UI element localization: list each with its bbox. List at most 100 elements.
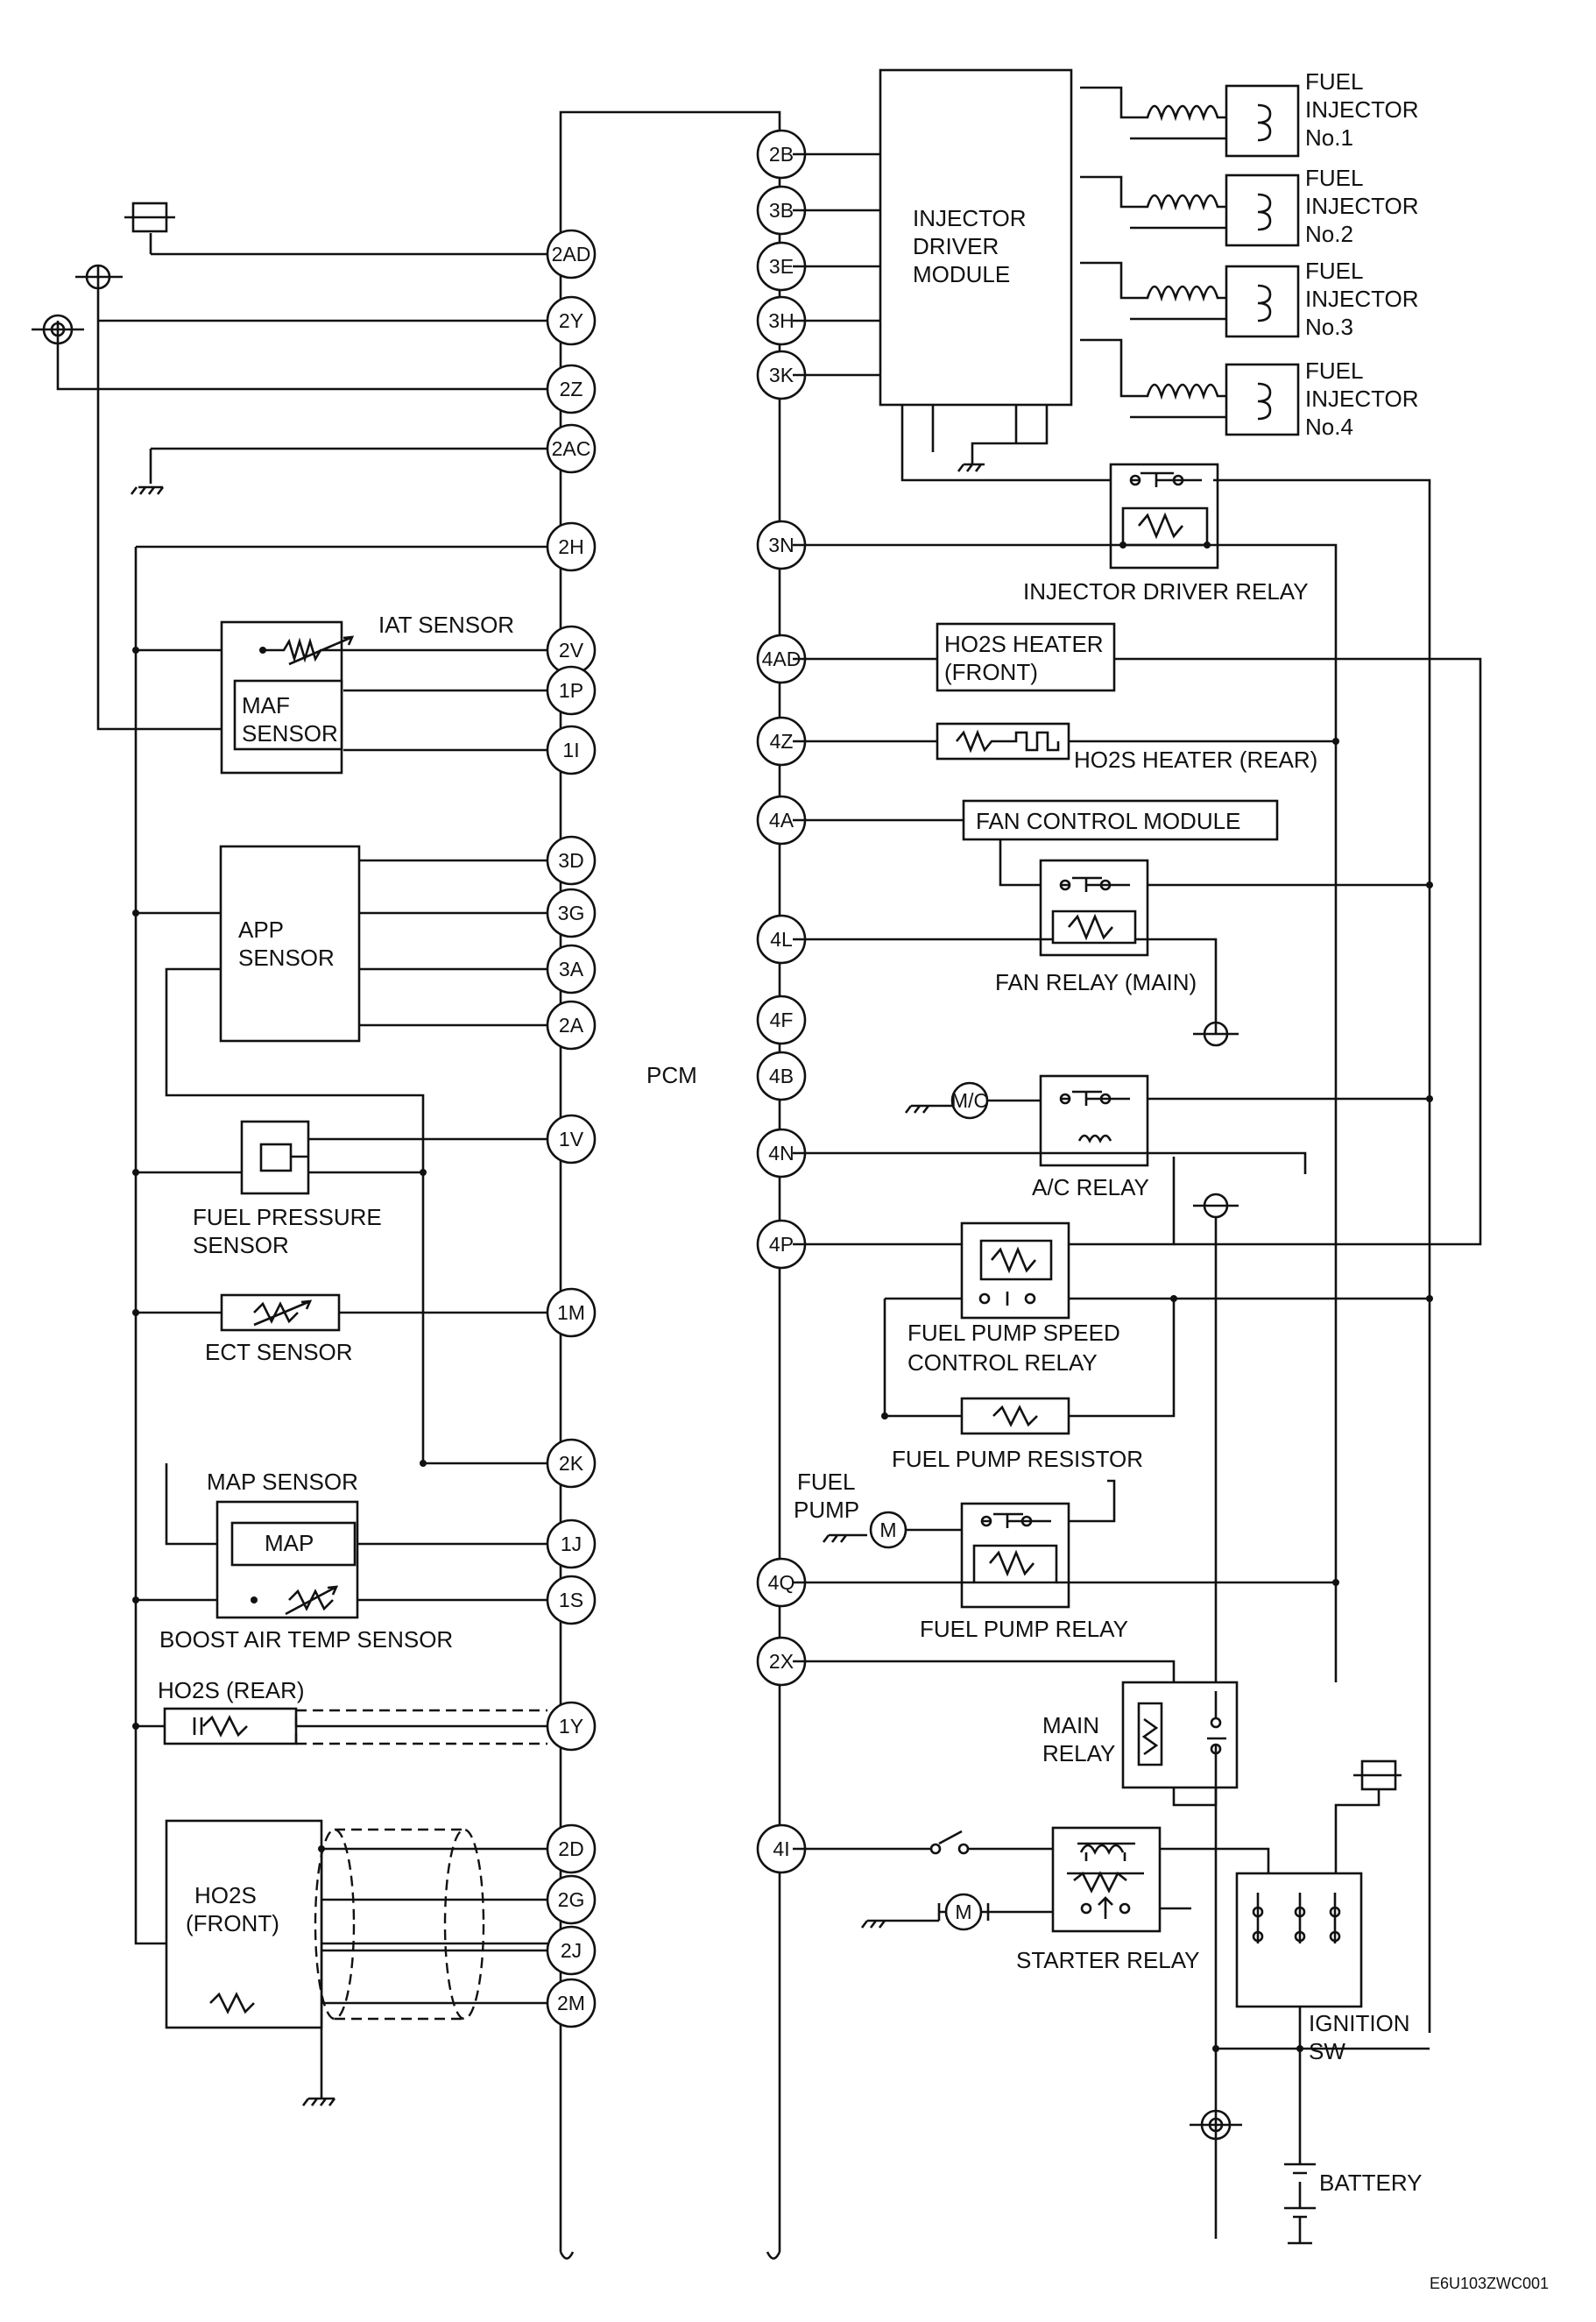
fuel-injector-box — [1225, 84, 1300, 158]
chassis-bottom — [1190, 2109, 1242, 2141]
injector-driver-module — [793, 68, 1213, 482]
left-pin-label: 2A — [559, 1014, 584, 1037]
fuel-pressure-sensor — [132, 1120, 427, 1195]
right-square-marker — [1334, 1759, 1402, 1873]
right-pin-label: 4F — [770, 1009, 794, 1031]
injector-coil — [1080, 338, 1226, 400]
fuel-injector-4-fuel: FUEL — [1305, 358, 1363, 384]
right-pin-label: 4P — [769, 1233, 794, 1256]
injector-solenoid-icon — [1257, 382, 1272, 421]
fuel-injector-2-fuel: FUEL — [1305, 165, 1363, 191]
fan-control-module-label: FAN CONTROL MODULE — [976, 808, 1240, 834]
fuel-injector-4-injector: INJECTOR — [1305, 386, 1419, 412]
right-pin-label: 3N — [768, 534, 794, 556]
app-sensor-label-2: SENSOR — [238, 945, 335, 971]
left-pin-label: 1M — [557, 1301, 585, 1324]
left-pin-label: 3D — [558, 849, 583, 872]
fuel-pump-label-1: FUEL — [797, 1469, 855, 1495]
left-pin-label: 1J — [561, 1533, 582, 1555]
app-sensor — [132, 845, 361, 1043]
left-pin-label: 3A — [559, 958, 584, 980]
diagram-id: E6U103ZWC001 — [1430, 2275, 1549, 2292]
map-sensor-label: MAP SENSOR — [207, 1469, 358, 1495]
fuel-injector-3-fuel: FUEL — [1305, 258, 1363, 284]
fuel-injector-2-no: No.2 — [1305, 221, 1353, 247]
left-pin-label: 2D — [558, 1837, 583, 1860]
fuel-pressure-label-2: SENSOR — [193, 1232, 289, 1258]
fuel-injector-box — [1225, 363, 1300, 436]
fuel-injectors — [1080, 84, 1300, 436]
ignition-switch — [1212, 1872, 1430, 2164]
fp-resistor-label: FUEL PUMP RESISTOR — [892, 1446, 1143, 1472]
fuel-pump-resistor — [960, 1397, 1070, 1435]
left-pin-label: 2J — [561, 1939, 582, 1962]
injector-solenoid-icon — [1257, 193, 1272, 231]
idm-label-1: INJECTOR — [913, 205, 1027, 231]
ho2s-front-label-2: (FRONT) — [186, 1910, 279, 1936]
fan-relay — [793, 859, 1239, 1047]
left-pin-label: 2M — [557, 1992, 585, 2014]
idm-label-3: MODULE — [913, 261, 1010, 287]
fuel-injector-4-no: No.4 — [1305, 414, 1353, 440]
fuel-injector-2-injector: INJECTOR — [1305, 193, 1419, 219]
right-pin-circle — [756, 995, 807, 1045]
fuel-pump-speed-relay — [793, 1157, 1433, 1419]
injector-coil — [1080, 175, 1226, 211]
pcm-body — [559, 110, 781, 2260]
starter-relay — [793, 1826, 1270, 1933]
injector-solenoid-icon — [1257, 284, 1272, 322]
main-relay-label-1: MAIN — [1042, 1712, 1099, 1738]
ho2s-front — [165, 1819, 485, 2029]
right-pin-label: 4A — [769, 809, 794, 832]
left-pin-label: 2AC — [552, 437, 591, 460]
battery-label: BATTERY — [1319, 2170, 1423, 2196]
map-sensor — [132, 1460, 427, 1619]
injector-driver-relay-label: INJECTOR DRIVER RELAY — [1023, 578, 1309, 605]
fan-control-module — [793, 799, 1433, 888]
fuel-injector-3-no: No.3 — [1305, 314, 1353, 340]
right-pin-circle — [756, 1051, 807, 1101]
ho2s-heater-front — [793, 622, 1482, 1246]
left-pin-label: 2AD — [552, 243, 591, 265]
fan-relay-label: FAN RELAY (MAIN) — [995, 969, 1197, 995]
pins-left: 2AD2Y2Z2AC2H2V1P1I3D3G3A2A1V1M2K1J1S1Y2D… — [546, 229, 597, 2028]
maf-sensor-label-1: MAF — [242, 692, 290, 719]
main-relay-label-2: RELAY — [1042, 1740, 1115, 1766]
fuel-injector-box — [1225, 173, 1300, 247]
idm-label-2: DRIVER — [913, 233, 999, 259]
left-pin-label: 2Z — [560, 378, 583, 400]
ect-sensor — [132, 1293, 341, 1332]
right-pin-label: 4Q — [768, 1571, 795, 1594]
injector-coil — [1080, 261, 1226, 302]
pcm-label: PCM — [646, 1062, 697, 1088]
ho2s-heater-rear-label: HO2S HEATER (REAR) — [1074, 747, 1317, 773]
right-pin-label: 3E — [769, 255, 794, 278]
ignition-label-1: IGNITION — [1309, 2010, 1410, 2036]
fuel-pressure-label-1: FUEL PRESSURE — [193, 1204, 382, 1230]
ac-relay — [793, 1074, 1433, 1174]
fp-speed-label-2: CONTROL RELAY — [907, 1349, 1098, 1376]
left-pin-label: 3G — [558, 902, 585, 924]
fuel-pump — [822, 1511, 962, 1549]
fuel-injector-box — [1225, 265, 1300, 338]
maf-sensor — [132, 620, 355, 775]
left-pin-label: 1V — [559, 1128, 584, 1150]
fuel-pump-relay-label: FUEL PUMP RELAY — [920, 1616, 1128, 1642]
fuel-pump-relay — [793, 1479, 1339, 1609]
ho2s-rear — [132, 1707, 547, 1745]
fp-speed-label-1: FUEL PUMP SPEED — [907, 1320, 1120, 1346]
injector-driver-relay — [793, 463, 1431, 2033]
right-pin-label: 4Z — [770, 730, 794, 753]
right-pin-label: 4L — [770, 928, 793, 951]
maf-sensor-label-2: SENSOR — [242, 720, 338, 747]
right-pin-label: 3H — [768, 309, 794, 332]
left-pin-label: 1S — [559, 1589, 583, 1611]
left-pin-label: 1I — [562, 739, 579, 761]
right-pin-label: 3K — [769, 364, 794, 386]
ect-sensor-label: ECT SENSOR — [205, 1339, 353, 1365]
mc-label: M/C — [951, 1089, 988, 1112]
ground-symbols — [32, 202, 336, 2106]
left-wiring — [56, 233, 547, 2099]
